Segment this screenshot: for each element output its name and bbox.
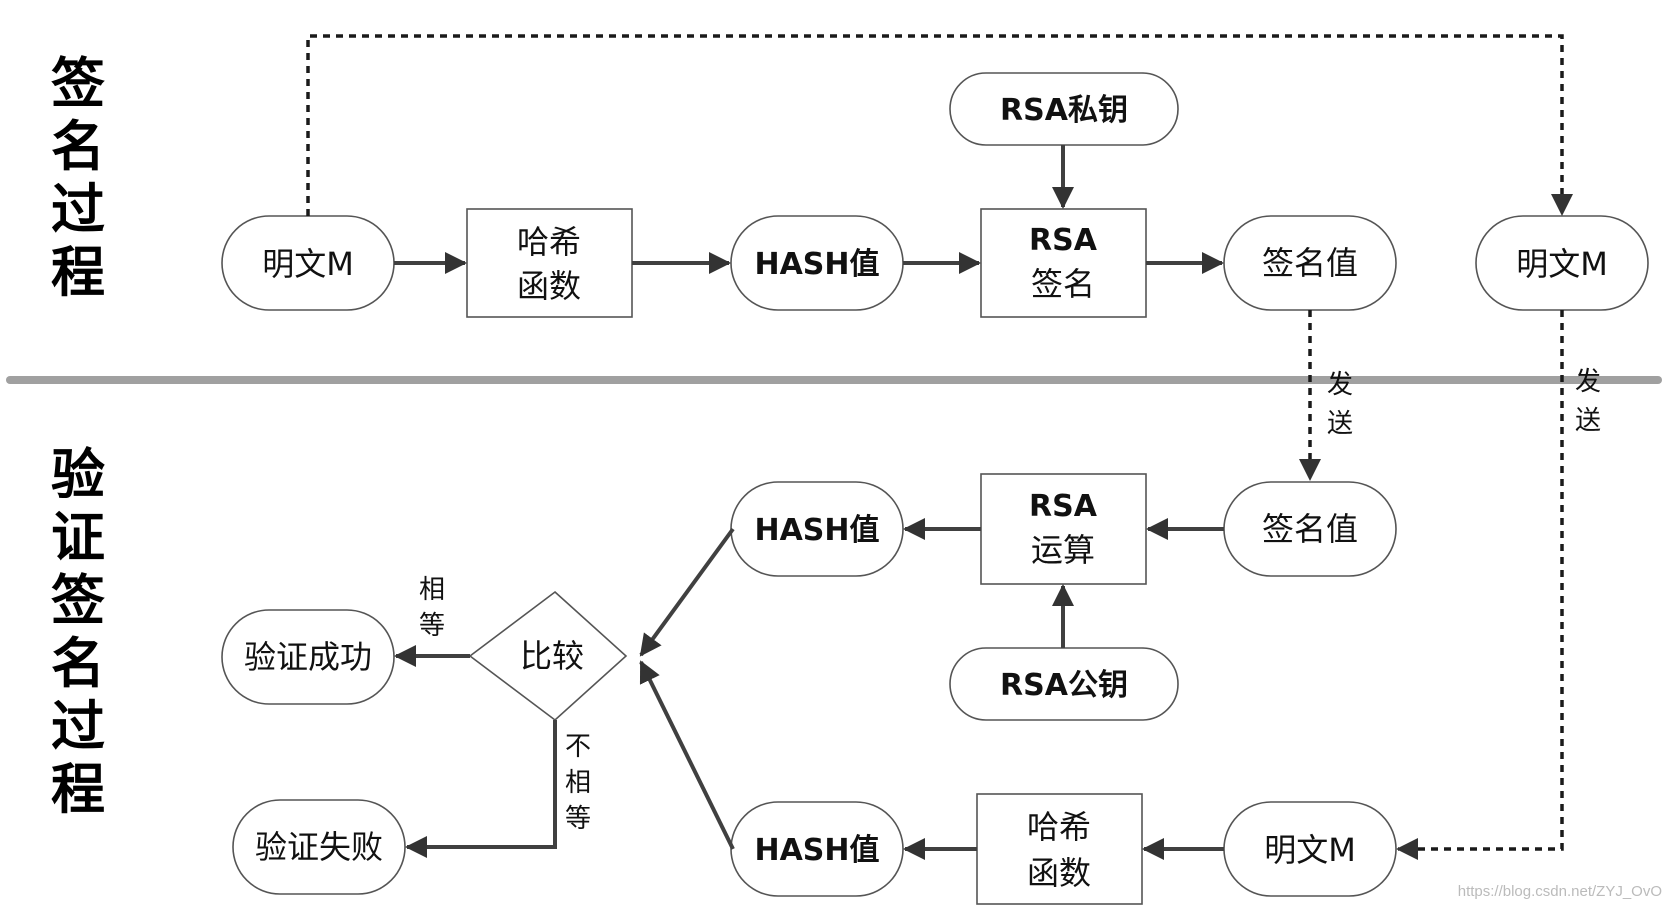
- svg-text:名: 名: [51, 631, 105, 695]
- plaintext-received-node: 明文M: [1223, 801, 1397, 897]
- svg-text:RSA公钥: RSA公钥: [1000, 668, 1128, 703]
- svg-text:名: 名: [51, 114, 105, 178]
- svg-text:比较: 比较: [520, 637, 584, 675]
- svg-text:证: 证: [51, 505, 105, 569]
- svg-text:过: 过: [51, 694, 105, 758]
- svg-text:明文M: 明文M: [262, 245, 354, 283]
- arrow-computedhash-to-compare: [639, 660, 735, 850]
- svg-text:相: 相: [419, 575, 445, 605]
- svg-text:函数: 函数: [517, 267, 581, 305]
- svg-text:验: 验: [51, 442, 105, 506]
- watermark-text: https://blog.csdn.net/ZYJ_OvO: [1458, 883, 1662, 900]
- sign-process-title: 签 名 过 程: [51, 51, 105, 304]
- svg-text:签名值: 签名值: [1262, 244, 1358, 282]
- svg-text:签名值: 签名值: [1262, 510, 1358, 548]
- rsa-private-key-node: RSA私钥: [949, 72, 1179, 146]
- svg-text:发: 发: [1327, 370, 1353, 400]
- svg-text:RSA私钥: RSA私钥: [1000, 93, 1128, 128]
- rsa-public-key-node: RSA公钥: [949, 647, 1179, 721]
- equal-label: 相 等: [419, 575, 445, 641]
- dashed-plaintext-forward: [306, 34, 1573, 216]
- svg-text:发: 发: [1575, 367, 1601, 397]
- hash-function-bottom-node: 哈希 函数: [976, 793, 1143, 905]
- svg-text:程: 程: [51, 757, 105, 821]
- svg-text:哈希: 哈希: [1027, 808, 1091, 846]
- dashed-send-plaintext: [1396, 310, 1564, 860]
- svg-text:RSA: RSA: [1029, 223, 1098, 258]
- svg-text:程: 程: [51, 240, 105, 304]
- svg-text:明文M: 明文M: [1264, 831, 1356, 869]
- svg-text:HASH值: HASH值: [754, 513, 879, 548]
- plaintext-top-node: 明文M: [221, 215, 395, 311]
- not-equal-label: 不 相 等: [565, 732, 591, 834]
- svg-text:哈希: 哈希: [517, 223, 581, 261]
- signature-value-top-node: 签名值: [1223, 215, 1397, 311]
- verify-success-node: 验证成功: [221, 609, 395, 705]
- rsa-sign-node: RSA 签名: [980, 208, 1147, 318]
- arrow-compare-to-fail: [405, 720, 557, 858]
- svg-text:RSA: RSA: [1029, 489, 1098, 524]
- svg-text:签名: 签名: [1031, 265, 1095, 303]
- send-plaintext-label: 发 送: [1575, 367, 1601, 436]
- svg-text:HASH值: HASH值: [754, 833, 879, 868]
- plaintext-sent-node: 明文M: [1475, 215, 1649, 311]
- send-signature-label: 发 送: [1327, 370, 1353, 439]
- svg-text:等: 等: [565, 804, 591, 834]
- svg-text:不: 不: [565, 732, 591, 762]
- svg-text:送: 送: [1575, 406, 1601, 436]
- rsa-compute-node: RSA 运算: [980, 473, 1147, 585]
- svg-text:验证成功: 验证成功: [244, 638, 372, 676]
- verify-process-title: 验 证 签 名 过 程: [51, 442, 105, 821]
- svg-text:验证失败: 验证失败: [255, 828, 383, 866]
- svg-text:等: 等: [419, 611, 445, 641]
- svg-text:过: 过: [51, 177, 105, 241]
- signature-received-node: 签名值: [1223, 481, 1397, 577]
- hash-function-top-node: 哈希 函数: [466, 208, 633, 318]
- svg-text:运算: 运算: [1031, 531, 1095, 569]
- svg-text:相: 相: [565, 768, 591, 798]
- verify-fail-node: 验证失败: [232, 799, 406, 895]
- hash-value-decrypted-node: HASH值: [730, 481, 904, 577]
- svg-text:送: 送: [1327, 409, 1353, 439]
- svg-text:签: 签: [51, 568, 105, 632]
- svg-text:明文M: 明文M: [1516, 245, 1608, 283]
- compare-node: 比较: [468, 590, 628, 722]
- hash-value-top-node: HASH值: [730, 215, 904, 311]
- svg-text:签: 签: [51, 51, 105, 115]
- hash-value-computed-node: HASH值: [730, 801, 904, 897]
- svg-text:HASH值: HASH值: [754, 247, 879, 282]
- svg-text:函数: 函数: [1027, 854, 1091, 892]
- arrow-hashvalue-to-compare: [639, 527, 735, 657]
